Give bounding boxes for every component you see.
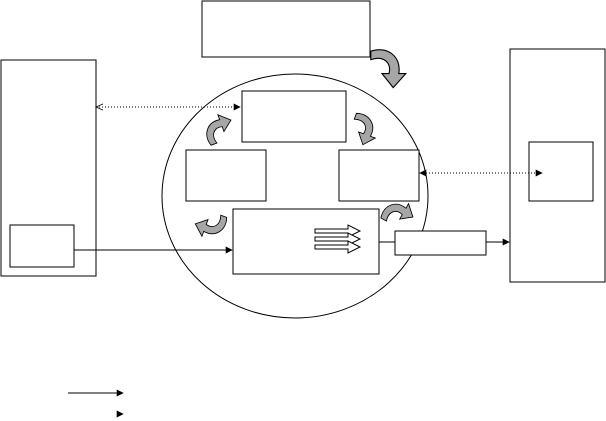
top-box [201,0,371,58]
triple-arrow-icon [314,224,362,254]
circle-top-box [241,90,347,143]
output-box [394,230,487,256]
cycle-arrow-icon-top [370,49,407,89]
left-inner-box [9,224,75,268]
circle-right-box [338,149,420,202]
circle-bottom-box [232,208,380,275]
circle-left-box [185,149,267,202]
right-inner-box [528,141,594,202]
